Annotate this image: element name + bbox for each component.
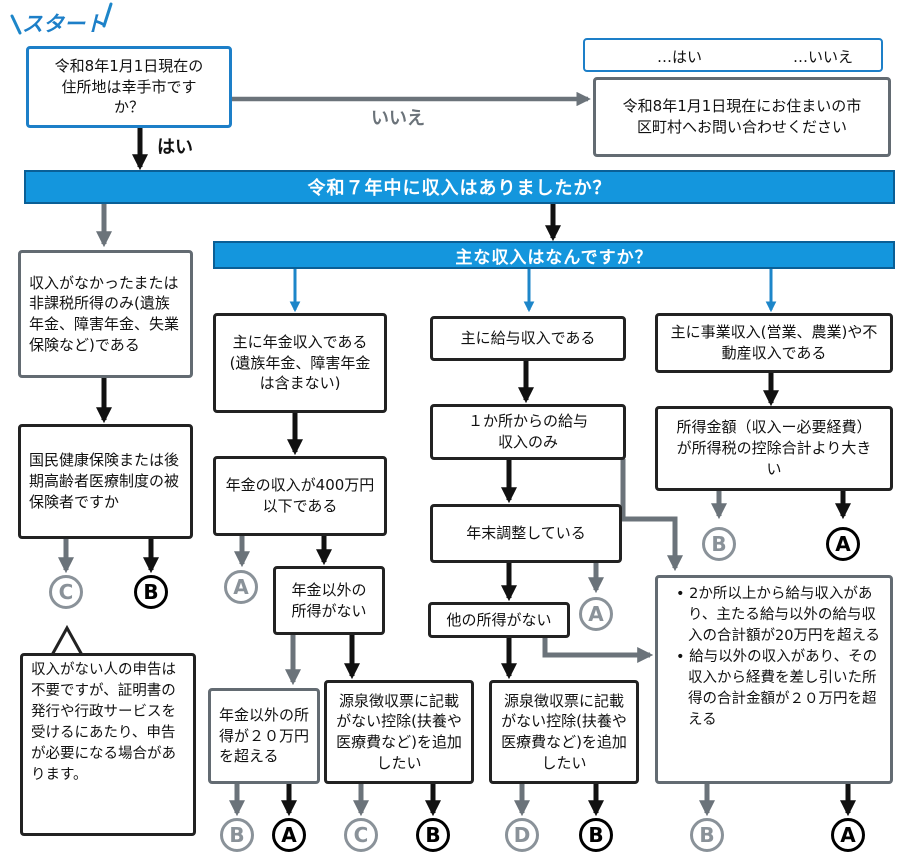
condition-item: • 給与以外の収入があり、その収入から経費を差し引いた所得の合計金額が２０万円を… xyxy=(676,649,878,729)
legend: …はい …いいえ xyxy=(583,38,883,72)
result-b-icon: B xyxy=(702,527,736,561)
result-a-icon: A xyxy=(826,527,860,561)
result-c-icon: C xyxy=(344,818,378,852)
result-a-icon: A xyxy=(831,818,865,852)
result-c-icon: C xyxy=(49,575,83,609)
arrow-other-no xyxy=(542,637,654,664)
result-a-icon: A xyxy=(224,570,258,604)
year-end-box: 年末調整している xyxy=(430,504,622,563)
business-main-box: 主に事業収入(営業、農業)や不動産収入である xyxy=(655,313,893,373)
pension-other-over-box: 年金以外の所得が２０万円を超える xyxy=(208,688,320,784)
insured-question: 国民健康保険または後期高齢者医療制度の被保険者ですか xyxy=(18,424,193,539)
main-income-banner: 主な収入はなんですか？ xyxy=(213,241,895,269)
residence-yes-label: はい xyxy=(157,137,193,158)
no-other-than-pension-box: 年金以外の所得がない xyxy=(273,566,385,635)
pension-main-box: 主に年金収入である(遺族年金、障害年金は含まない) xyxy=(213,313,387,413)
residence-no-label: いいえ xyxy=(371,108,425,129)
arrow-salary-one-no xyxy=(620,459,684,572)
business-income-box: 所得金額（収入ー必要経費）が所得税の控除合計より大きい xyxy=(655,406,893,491)
condition-item: • 2か所以上から給与収入があり、主たる給与以外の給与収入の合計額が20万円を超… xyxy=(676,586,881,645)
result-b-icon: B xyxy=(579,818,613,852)
salary-one-box: １か所からの給与収入のみ xyxy=(430,404,626,460)
start-marks xyxy=(10,2,113,35)
result-a-icon: A xyxy=(579,597,613,631)
pension-under-box: 年金の収入が400万円以下である xyxy=(213,456,387,536)
add-deduction-pension-box: 源泉徴収票に記載がない控除(扶養や医療費など)を追加したい xyxy=(324,680,474,784)
no-income-note: 収入がない人の申告は不要ですが、証明書の発行や行政サービスを受けるにあたり、申告… xyxy=(20,653,196,836)
residence-question: 令和8年1月1日現在の住所地は幸手市ですか？ xyxy=(26,46,232,128)
legend-yes-text: …はい xyxy=(657,48,703,66)
result-b-icon: B xyxy=(690,818,724,852)
result-b-icon: B xyxy=(134,575,168,609)
start-label: スタート xyxy=(22,12,106,36)
income-question-banner: 令和７年中に収入はありましたか？ xyxy=(24,170,895,204)
result-d-icon: D xyxy=(505,818,539,852)
result-b-icon: B xyxy=(220,818,254,852)
add-deduction-salary-box: 源泉徴収票に記載がない控除(扶養や医療費など)を追加したい xyxy=(489,680,639,784)
note-callout xyxy=(50,624,84,656)
result-a-icon: A xyxy=(272,818,306,852)
no-other-income-box: 他の所得がない xyxy=(428,602,570,638)
no-income-box: 収入がなかったまたは非課税所得のみ(遺族年金、障害年金、失業保険など)である xyxy=(18,250,193,378)
legend-no-text: …いいえ xyxy=(793,48,854,66)
contact-municipality: 令和8年1月1日現在にお住まいの市区町村へお問い合わせください xyxy=(593,77,891,157)
salary-main-box: 主に給与収入である xyxy=(430,316,626,361)
result-b-icon: B xyxy=(416,818,450,852)
multi-conditions-box: • 2か所以上から給与収入があり、主たる給与以外の給与収入の合計額が20万円を超… xyxy=(655,575,893,784)
